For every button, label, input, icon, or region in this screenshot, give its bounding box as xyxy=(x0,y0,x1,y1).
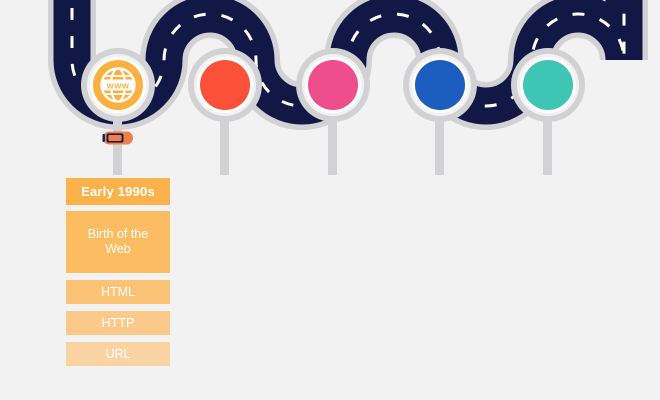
milestone-marker-4[interactable] xyxy=(403,48,477,122)
milestone-marker-5[interactable] xyxy=(511,48,585,122)
marker-dot-2 xyxy=(200,60,250,110)
callout-era-label: Early 1990s xyxy=(66,178,170,205)
callout-item-http[interactable]: HTTP xyxy=(66,311,170,335)
car-rear xyxy=(102,134,105,142)
milestone-callout: Early 1990s Birth of the Web HTML HTTP U… xyxy=(66,178,170,373)
milestone-marker-3[interactable] xyxy=(296,48,370,122)
callout-item-url[interactable]: URL xyxy=(66,342,170,366)
stem-4 xyxy=(435,85,444,175)
callout-title-label: Birth of the Web xyxy=(66,211,170,273)
marker-dot-5 xyxy=(523,60,573,110)
milestone-marker-1[interactable]: WWW xyxy=(81,48,155,122)
stem-5 xyxy=(543,85,552,175)
car-roof xyxy=(108,135,122,141)
car-marker xyxy=(102,131,133,145)
callout-item-html[interactable]: HTML xyxy=(66,280,170,304)
milestone-marker-2[interactable] xyxy=(188,48,262,122)
marker-dot-4 xyxy=(415,60,465,110)
stem-1 xyxy=(113,85,122,175)
globe-www-icon: WWW xyxy=(100,67,136,103)
stem-3 xyxy=(328,85,337,175)
stem-2 xyxy=(220,85,229,175)
milestone-stems xyxy=(113,85,552,175)
globe-icon-text: WWW xyxy=(107,81,130,90)
marker-dot-3 xyxy=(308,60,358,110)
